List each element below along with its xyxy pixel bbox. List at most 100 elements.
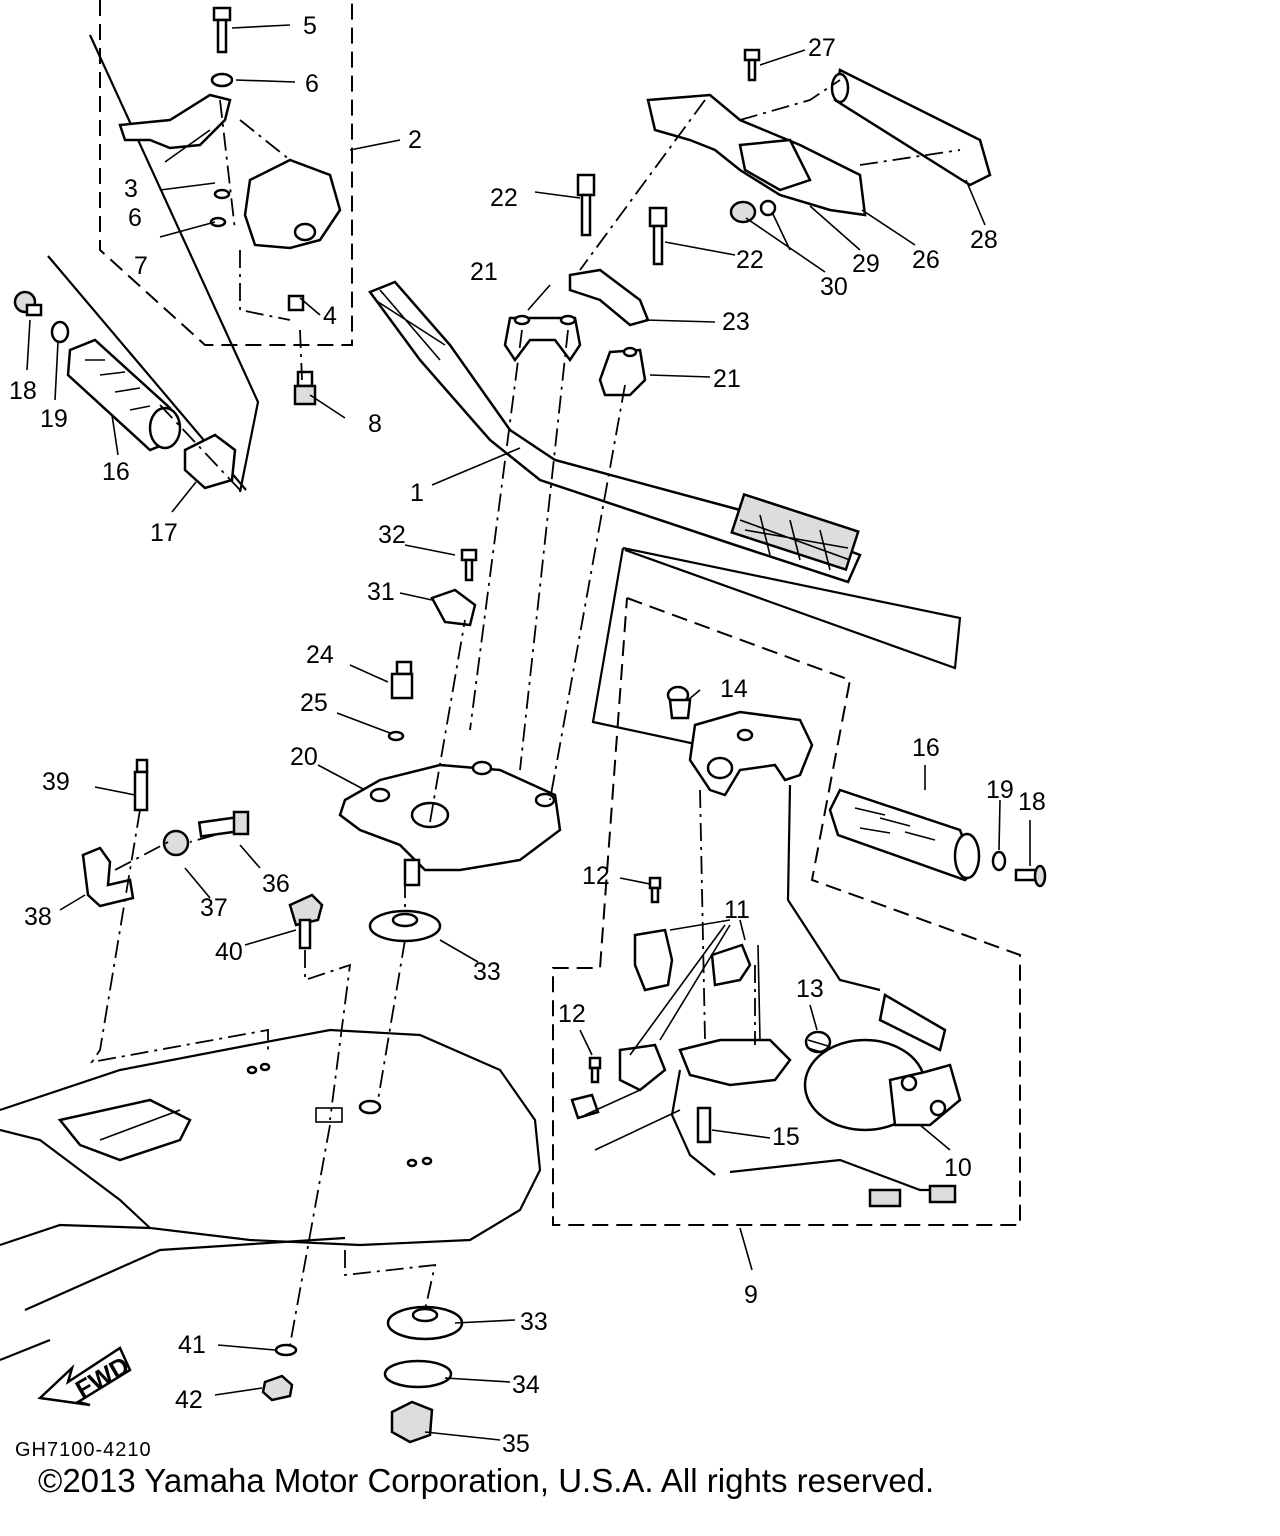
assembly-lines	[90, 79, 961, 1346]
bolt-22a	[576, 173, 596, 237]
switch-assembly-box	[552, 597, 1021, 1226]
label-31: 31	[367, 578, 395, 606]
washer-19-left	[50, 320, 70, 344]
label-29: 29	[852, 250, 880, 278]
nut-4	[287, 294, 305, 312]
label-38: 38	[24, 903, 52, 931]
switch-11	[618, 928, 792, 1092]
bolt-22b	[648, 206, 668, 266]
screw-32	[460, 548, 478, 582]
clip-6b	[213, 188, 231, 200]
label-22b: 22	[736, 246, 764, 274]
fitting-24	[390, 660, 414, 700]
label-39: 39	[42, 768, 70, 796]
label-37: 37	[200, 894, 228, 922]
label-19-right: 19	[986, 776, 1014, 804]
label-26: 26	[912, 246, 940, 274]
label-35: 35	[502, 1430, 530, 1458]
label-28: 28	[970, 226, 998, 254]
diagram-code: GH7100-4210	[15, 1439, 152, 1460]
label-12b: 12	[558, 1000, 586, 1028]
grip-right	[828, 788, 981, 882]
label-21b: 21	[713, 365, 741, 393]
label-18-left: 18	[9, 377, 37, 405]
hull-outline	[0, 1028, 542, 1362]
grip-left	[66, 338, 182, 452]
label-3: 3	[124, 175, 138, 203]
parts-diagram: FWD 5 6 2 3 6 7 4 8 18 19 16 17 1 27 22 …	[0, 0, 1047, 1460]
label-5: 5	[303, 12, 317, 40]
part-labels: 5 6 2 3 6 7 4 8 18 19 16 17 1 27 22 22 2…	[9, 12, 1046, 1458]
rivet-39	[133, 758, 149, 812]
label-17: 17	[150, 519, 178, 547]
washer-6a	[210, 72, 234, 88]
label-24: 24	[306, 641, 334, 669]
switch-housing-top	[688, 710, 814, 797]
label-18-right: 18	[1018, 788, 1046, 816]
label-14: 14	[720, 675, 748, 703]
label-11: 11	[724, 896, 750, 924]
pin-5	[212, 6, 232, 54]
label-9: 9	[744, 1281, 758, 1309]
leader-lines	[26, 24, 1031, 1441]
bolt-40	[288, 893, 324, 950]
label-34: 34	[512, 1371, 540, 1399]
label-33b: 33	[520, 1308, 548, 1336]
washer-41	[274, 1343, 298, 1357]
nut-37	[162, 829, 190, 857]
label-23: 23	[722, 308, 750, 336]
screw-15	[696, 1106, 712, 1144]
collar-17	[183, 433, 237, 490]
grommet-33-lower	[386, 1305, 464, 1341]
nut-35	[390, 1400, 434, 1444]
label-16-left: 16	[102, 458, 130, 486]
label-40: 40	[215, 938, 243, 966]
label-33a: 33	[473, 958, 501, 986]
clip-25	[387, 730, 405, 742]
label-32: 32	[378, 521, 406, 549]
label-20: 20	[290, 743, 318, 771]
throttle-lever	[118, 93, 342, 250]
screw-12a	[648, 876, 662, 904]
nut-30	[729, 200, 757, 224]
cap-14	[666, 685, 692, 720]
clamp-31	[430, 588, 477, 627]
label-30: 30	[820, 273, 848, 301]
label-7: 7	[134, 252, 148, 280]
grommet-33-upper	[368, 909, 442, 943]
label-4: 4	[323, 302, 337, 330]
grip-outline-right	[591, 546, 962, 747]
holder-upper-21a	[503, 314, 582, 363]
label-6b: 6	[128, 204, 142, 232]
copyright-notice: ©2013 Yamaha Motor Corporation, U.S.A. A…	[38, 1462, 935, 1499]
washer-19-right	[991, 850, 1007, 872]
label-25: 25	[300, 689, 328, 717]
holder-upper-21b	[598, 346, 647, 397]
clip-7	[209, 216, 227, 228]
spring-13	[804, 1030, 832, 1055]
label-12a: 12	[582, 862, 610, 890]
label-27: 27	[808, 34, 836, 62]
screw-36	[197, 810, 250, 838]
bracket-38	[81, 846, 135, 908]
bolt-8	[293, 370, 317, 406]
screw-12b	[588, 1056, 602, 1084]
handlebar-holder	[338, 760, 562, 887]
label-2: 2	[408, 126, 422, 154]
washer-34	[383, 1359, 453, 1389]
throttle-assembly-box	[99, 0, 353, 346]
label-22a: 22	[490, 184, 518, 212]
label-13: 13	[796, 975, 824, 1003]
label-36: 36	[262, 870, 290, 898]
screw-18-left	[13, 290, 43, 317]
nut-42	[261, 1374, 294, 1402]
plate	[568, 268, 650, 327]
label-1: 1	[410, 479, 424, 507]
throttle-lever-assembly	[646, 68, 992, 217]
washer-29	[759, 199, 777, 217]
label-16-right: 16	[912, 734, 940, 762]
fwd-arrow-icon: FWD	[37, 1346, 134, 1407]
label-21a: 21	[470, 258, 498, 286]
wire-harness	[670, 784, 957, 1208]
lanyard-10	[803, 993, 962, 1132]
